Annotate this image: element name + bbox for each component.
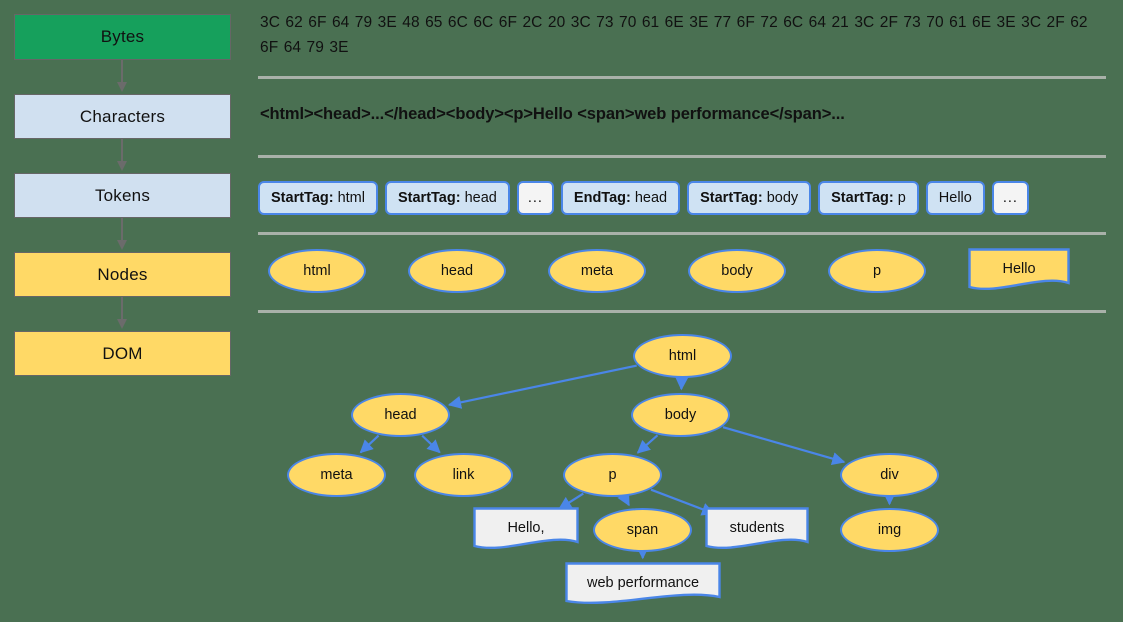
pipeline-stage-characters[interactable]: Characters: [14, 94, 231, 139]
dom-node-label: meta: [320, 467, 353, 483]
dom-node-label: Hello,: [507, 520, 545, 536]
bytes-hex-text: 3C 62 6F 64 79 3E 48 65 6C 6C 6F 2C 20 3…: [260, 14, 1088, 56]
token-value: head: [634, 190, 668, 206]
token-chip[interactable]: StartTag:head: [384, 181, 510, 215]
token-value: Hello: [938, 190, 972, 206]
dom-node-label: html: [668, 348, 697, 364]
dom-node-element[interactable]: img: [840, 508, 939, 552]
pipeline-stage-dom[interactable]: DOM: [14, 331, 231, 376]
dom-node-element[interactable]: div: [840, 453, 939, 497]
pipeline-stage-label: DOM: [102, 343, 143, 363]
node-label: p: [872, 263, 882, 279]
dom-node-label: span: [626, 522, 659, 538]
token-value: head: [464, 190, 497, 206]
dom-node-label: body: [664, 407, 697, 423]
token-chip[interactable]: StartTag:html: [258, 181, 378, 215]
dom-node-label: students: [729, 520, 785, 536]
pipeline-stage-tokens[interactable]: Tokens: [14, 173, 231, 218]
token-chip[interactable]: EndTag:head: [560, 181, 681, 215]
dom-tree-edge: [617, 491, 630, 507]
token-prefix: StartTag:: [831, 190, 894, 206]
token-value: ...: [527, 190, 543, 206]
node-ellipse[interactable]: p: [828, 249, 926, 293]
pipeline-stage-label: Nodes: [97, 264, 148, 284]
dom-tree-edges: [359, 364, 897, 560]
dom-node-element[interactable]: p: [563, 453, 662, 497]
dom-node-element[interactable]: body: [631, 393, 730, 437]
node-ellipse[interactable]: head: [408, 249, 506, 293]
node-label: meta: [580, 263, 614, 279]
dom-tree-edge: [722, 426, 846, 466]
pipeline-stage-nodes[interactable]: Nodes: [14, 252, 231, 297]
dom-node-label: head: [384, 407, 417, 423]
node-ellipse[interactable]: html: [268, 249, 366, 293]
dom-tree-edge: [359, 434, 380, 454]
token-prefix: StartTag:: [397, 190, 461, 206]
token-chip-ellipsis[interactable]: ...: [516, 181, 554, 215]
dom-node-label: web performance: [586, 575, 700, 591]
node-label: body: [721, 263, 753, 279]
dom-tree-edge: [421, 434, 441, 454]
token-value: ...: [1002, 190, 1018, 206]
characters-markup-text: <html><head>...</head><body><p>Hello <sp…: [260, 105, 845, 123]
separator-line: [258, 155, 1106, 158]
node-label: head: [440, 263, 474, 279]
dom-node-element[interactable]: head: [351, 393, 450, 437]
dom-node-element[interactable]: link: [414, 453, 513, 497]
nodes-row: html head meta body p Hello: [268, 248, 1070, 294]
token-chip[interactable]: StartTag:p: [818, 181, 919, 215]
dom-node-element[interactable]: html: [633, 334, 732, 378]
separator-line: [258, 310, 1106, 313]
separator-line: [258, 76, 1106, 79]
node-ellipse[interactable]: meta: [548, 249, 646, 293]
dom-node-label: p: [608, 467, 617, 483]
token-chip-ellipsis[interactable]: ...: [991, 181, 1029, 215]
dom-node-text[interactable]: web performance: [565, 562, 721, 608]
dom-tree-edge: [636, 434, 659, 454]
node-ellipse[interactable]: body: [688, 249, 786, 293]
dom-node-text[interactable]: Hello,: [473, 507, 579, 553]
dom-node-element[interactable]: span: [593, 508, 692, 552]
token-chip[interactable]: StartTag:body: [687, 181, 812, 215]
pipeline-stage-label: Tokens: [94, 185, 151, 205]
token-prefix: EndTag:: [573, 190, 631, 206]
token-prefix: StartTag:: [700, 190, 763, 206]
token-chip[interactable]: Hello: [925, 181, 985, 215]
node-label: html: [303, 263, 331, 279]
token-prefix: StartTag:: [271, 190, 334, 206]
node-text-document[interactable]: Hello: [968, 248, 1070, 294]
pipeline-stage-bytes[interactable]: Bytes: [14, 14, 231, 60]
separator-line: [258, 232, 1106, 235]
dom-tree-edge: [650, 488, 716, 516]
node-label: Hello: [1002, 261, 1036, 277]
dom-node-label: img: [877, 522, 902, 538]
dom-node-element[interactable]: meta: [287, 453, 386, 497]
dom-node-label: link: [452, 467, 475, 483]
token-value: body: [766, 190, 799, 206]
token-value: p: [897, 190, 906, 206]
dom-tree-edge: [558, 492, 584, 510]
dom-node-text[interactable]: students: [705, 507, 809, 553]
pipeline-stage-label: Bytes: [100, 27, 145, 46]
token-value: html: [337, 190, 365, 206]
dom-node-label: div: [880, 467, 899, 483]
pipeline-stage-label: Characters: [79, 106, 166, 126]
dom-tree-edge: [447, 364, 637, 409]
